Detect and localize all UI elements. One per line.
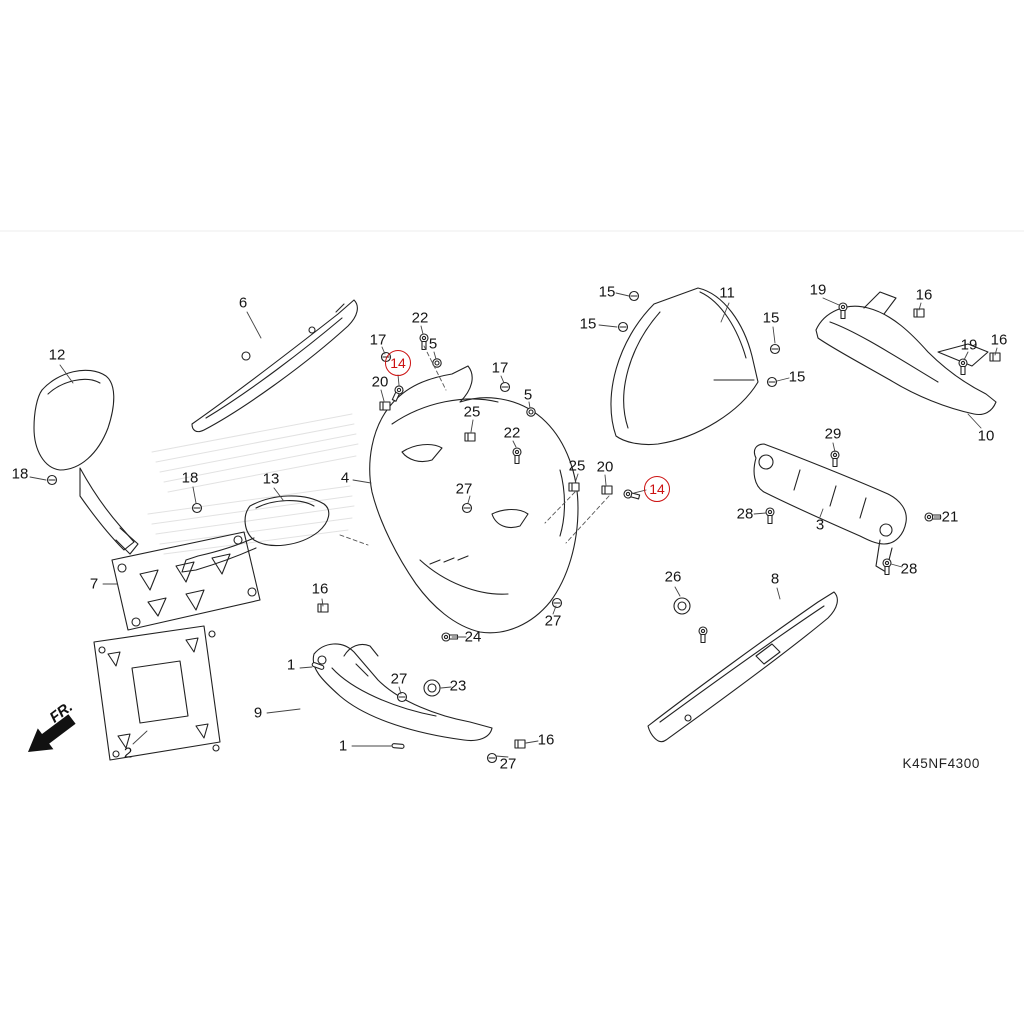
screw-icon: [628, 290, 640, 302]
clip-icon: [601, 485, 613, 495]
diagram-code: K45NF4300: [902, 756, 980, 771]
bolt-icon: [958, 358, 968, 376]
dashed-leader-lines: [339, 345, 610, 546]
screw-icon: [486, 752, 498, 764]
screw-icon: [551, 597, 563, 609]
part-drawing-cowl-stay-3: [753, 443, 907, 573]
screw-icon: [617, 321, 629, 333]
grommet-icon: [673, 597, 691, 615]
clip-icon: [464, 432, 476, 442]
screw-icon: [769, 343, 781, 355]
screw-icon: [380, 351, 392, 363]
part-drawing-bracket-7: [111, 531, 261, 631]
part-drawing-lower-cowl-9: [312, 643, 493, 742]
bolt-icon: [419, 333, 429, 351]
screw-icon: [461, 502, 473, 514]
pin-icon: [391, 742, 405, 750]
watermark-hatching: [147, 413, 359, 555]
bolt-icon: [765, 507, 775, 525]
screw-icon: [396, 691, 408, 703]
fr-arrow-icon: [28, 714, 76, 752]
leader-lines: [29, 292, 998, 758]
screw-icon: [499, 381, 511, 393]
part-drawing-front-cowl-4: [369, 365, 579, 634]
bolt-icon: [838, 302, 848, 320]
screw-icon: [766, 376, 778, 388]
grommet-icon: [423, 679, 441, 697]
bolt-icon: [512, 447, 522, 465]
fr-direction-arrow: FR.: [28, 698, 76, 752]
screw-icon: [46, 474, 58, 486]
part-drawing-windscreen-11: [610, 287, 759, 446]
part-drawing-upper-trim-6: [191, 299, 358, 433]
bolt-icon: [622, 488, 641, 502]
bolt-icon: [698, 626, 708, 644]
clip-icon: [514, 739, 526, 749]
part-drawing-mirror-12: [33, 369, 139, 555]
clip-icon: [568, 482, 580, 492]
screw-icon: [191, 502, 203, 514]
pin-icon: [311, 661, 325, 671]
part-drawing-side-panel-8: [647, 591, 838, 743]
clip-icon: [379, 401, 391, 411]
nut-icon: [526, 407, 536, 417]
part-drawing-plate-2: [93, 625, 221, 761]
part-drawing-mirror-13: [181, 495, 330, 573]
bolt-icon: [830, 450, 840, 468]
bolt-icon: [882, 558, 892, 576]
